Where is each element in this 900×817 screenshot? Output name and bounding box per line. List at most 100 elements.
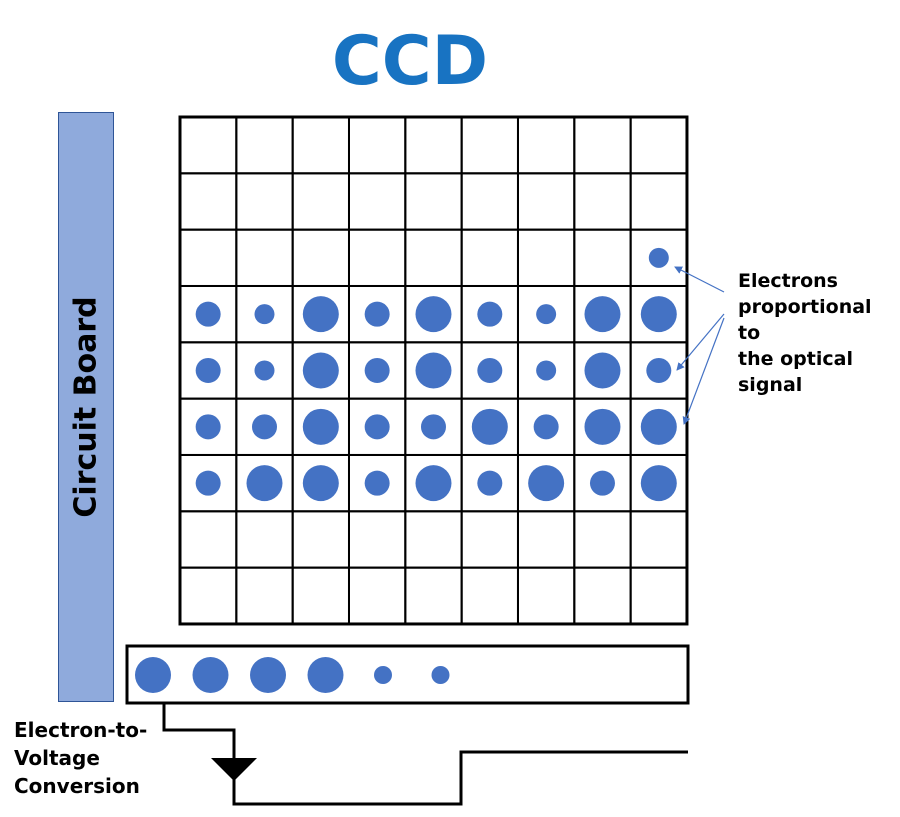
pixel-cell bbox=[179, 172, 238, 231]
pixel-cell bbox=[347, 228, 407, 287]
pixel-cell bbox=[347, 116, 407, 175]
electron bbox=[477, 357, 503, 383]
electron bbox=[584, 352, 621, 389]
pixel-cell bbox=[291, 116, 350, 175]
electron bbox=[640, 408, 677, 445]
pixel-grid-border bbox=[178, 115, 689, 626]
pixel-cell bbox=[516, 116, 576, 175]
register-electron bbox=[192, 657, 229, 693]
pixel-cell bbox=[460, 566, 519, 625]
pixel-cell bbox=[516, 228, 576, 287]
electron bbox=[195, 470, 221, 496]
pixel-cell bbox=[404, 228, 463, 287]
pixel-cell bbox=[629, 510, 688, 569]
pixel-cell bbox=[629, 116, 688, 175]
pixel-cell bbox=[460, 172, 519, 231]
pixel-cell bbox=[460, 228, 519, 287]
pixel-cell bbox=[404, 116, 463, 175]
pixel-cell bbox=[235, 510, 294, 569]
pixel-cell bbox=[404, 510, 463, 569]
pixel-cell bbox=[291, 228, 350, 287]
pixel-cell bbox=[516, 172, 576, 231]
pixel-cell bbox=[573, 172, 632, 231]
electron bbox=[646, 357, 672, 383]
electron bbox=[415, 296, 452, 333]
electron bbox=[640, 465, 677, 502]
output-signal-line bbox=[162, 703, 688, 806]
pixel-cell bbox=[573, 228, 632, 287]
pixel-cell bbox=[179, 116, 238, 175]
pixel-cell bbox=[460, 510, 519, 569]
electron bbox=[471, 408, 508, 445]
register-electron bbox=[431, 666, 450, 684]
electron bbox=[302, 296, 339, 333]
pixel-cell bbox=[235, 228, 294, 287]
pixel-cell bbox=[347, 510, 407, 569]
electrons-annotation: Electrons proportional to the optical si… bbox=[738, 270, 872, 396]
pixel-grid bbox=[178, 115, 689, 626]
electron bbox=[477, 470, 503, 496]
electron bbox=[254, 360, 275, 381]
shift-register bbox=[125, 644, 690, 705]
pixel-cell bbox=[291, 510, 350, 569]
pixel-cell bbox=[347, 566, 407, 625]
pixel-cell bbox=[573, 510, 632, 569]
electron bbox=[251, 414, 277, 440]
electron bbox=[302, 352, 339, 389]
electron bbox=[536, 360, 557, 381]
register-electron bbox=[135, 657, 171, 693]
amplifier-triangle bbox=[211, 758, 257, 781]
electron bbox=[364, 301, 390, 327]
electron bbox=[640, 296, 677, 333]
electron bbox=[589, 470, 615, 496]
electron bbox=[477, 301, 503, 327]
pixel-cell bbox=[179, 510, 238, 569]
register-electron bbox=[250, 657, 286, 693]
pixel-cell bbox=[629, 172, 688, 231]
electron bbox=[254, 304, 275, 325]
electron bbox=[584, 408, 621, 445]
pixel-cell bbox=[235, 172, 294, 231]
pixel-cell bbox=[573, 116, 632, 175]
pixel-cell bbox=[235, 116, 294, 175]
circuit-board bbox=[58, 112, 114, 702]
electron bbox=[415, 465, 452, 502]
register-electron bbox=[307, 657, 344, 693]
electron bbox=[364, 470, 390, 496]
pixel-cell bbox=[179, 566, 238, 625]
electron bbox=[195, 301, 221, 327]
arrow-to-middle-electron bbox=[676, 313, 725, 371]
electron bbox=[533, 414, 559, 440]
pixel-cell bbox=[629, 566, 688, 625]
register-electron bbox=[374, 666, 392, 684]
pixel-cell bbox=[347, 172, 407, 231]
register-electrons bbox=[135, 657, 450, 693]
pixel-cell bbox=[516, 510, 576, 569]
pixel-cell bbox=[404, 172, 463, 231]
pixel-cell bbox=[573, 566, 632, 625]
electron bbox=[302, 465, 339, 502]
electron bbox=[195, 357, 221, 383]
electron bbox=[195, 414, 221, 440]
electron bbox=[302, 408, 339, 445]
pixel-cell bbox=[235, 566, 294, 625]
electron bbox=[420, 414, 446, 440]
electron bbox=[415, 352, 452, 389]
electron bbox=[364, 357, 390, 383]
pixel-cell bbox=[404, 566, 463, 625]
pixel-cell bbox=[460, 116, 519, 175]
pixel-cell bbox=[291, 172, 350, 231]
pixel-cell bbox=[516, 566, 576, 625]
electron bbox=[648, 247, 669, 268]
electron bbox=[364, 414, 390, 440]
page-title: CCD bbox=[331, 22, 489, 101]
arrow-to-top-electron bbox=[674, 266, 725, 293]
electron bbox=[528, 465, 565, 502]
conversion-label: Electron-to- Voltage Conversion bbox=[14, 718, 148, 798]
pixel-cell bbox=[179, 228, 238, 287]
electron bbox=[246, 465, 283, 502]
electron bbox=[584, 296, 621, 333]
pixel-electrons bbox=[195, 247, 677, 502]
arrow-to-lower-electron bbox=[682, 317, 725, 425]
